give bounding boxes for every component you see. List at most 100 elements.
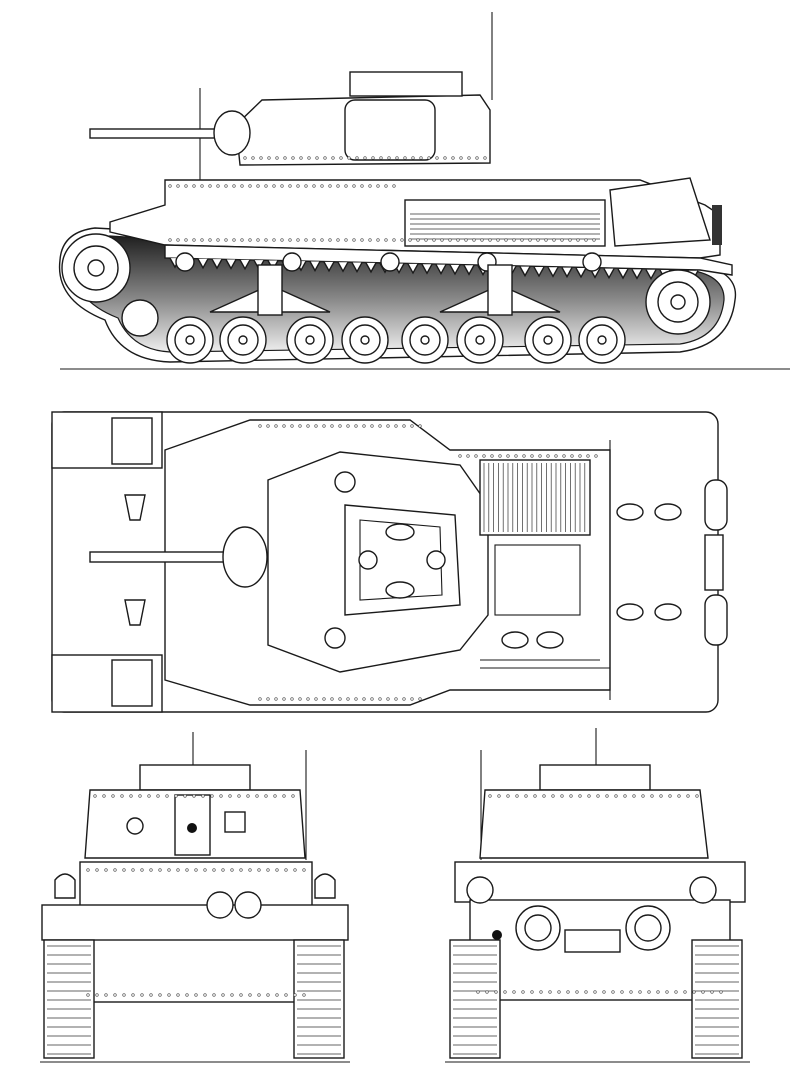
rivet [282,794,286,798]
rivet [346,697,350,701]
rivet [578,454,582,458]
rivet [419,156,423,160]
rivet [140,993,144,997]
vision-port [324,627,346,649]
rivet [275,993,279,997]
rivet [584,238,588,242]
front-view [40,732,350,1063]
rivet [530,990,534,994]
rivet [570,454,574,458]
rivet [299,156,303,160]
hatch-handle [616,503,644,521]
rivet [683,990,687,994]
rivet [165,794,169,798]
rivet [183,794,187,798]
gun-mantlet [213,110,251,156]
periscope [358,550,378,570]
track-tooth [309,261,321,272]
rivet [266,868,270,872]
rivet [674,990,678,994]
rivet [219,794,223,798]
rivet [86,868,90,872]
rivet [239,993,243,997]
rivet [275,156,279,160]
track-tooth [239,259,251,271]
rivet [275,868,279,872]
rivet [435,156,439,160]
rivet [307,156,311,160]
rivet [176,184,180,188]
rivet [156,794,160,798]
rivet [701,990,705,994]
rivet [408,238,412,242]
rivet [230,868,234,872]
return-roller [380,252,400,272]
track-tooth [519,266,531,278]
return-roller [175,252,195,272]
rear-view [445,728,750,1063]
rivet [256,184,260,188]
rivet [122,993,126,997]
rivet [149,993,153,997]
rivet [354,697,358,701]
rivet [629,990,633,994]
hatch-handle [616,603,644,621]
rivet [328,238,332,242]
rivet [539,990,543,994]
rivet [402,697,406,701]
rivet [411,156,415,160]
rivet [386,424,390,428]
rivet [291,794,295,798]
vision-port [126,817,144,835]
drive-sprocket [61,233,131,303]
fenders-front [41,904,349,941]
rivet [552,238,556,242]
rivet [656,990,660,994]
rivet [395,156,399,160]
track-tooth [631,269,643,280]
rivet [485,990,489,994]
rivet [403,156,407,160]
rivet [328,184,332,188]
hatch-handle [501,631,529,649]
rivet [283,156,287,160]
road-wheel-axle [597,335,607,345]
road-wheel-axle [420,335,430,345]
rivet [330,697,334,701]
turret-rear [479,789,709,859]
rivet [290,424,294,428]
rivet [370,424,374,428]
tow-hook [206,891,234,919]
rivet [378,697,382,701]
rivet [306,697,310,701]
rivet [194,868,198,872]
rivet [514,454,518,458]
rivet [86,993,90,997]
rivet [410,424,414,428]
rivet [184,184,188,188]
rivet [476,990,480,994]
track-tooth [197,258,209,270]
rivet [113,868,117,872]
return-rollers [175,252,602,272]
rivet [288,238,292,242]
rivet [596,794,600,798]
track-tooth [449,264,461,276]
rivet [575,990,579,994]
rivet [548,990,552,994]
rivet [288,184,292,188]
rivet [266,424,270,428]
rivet [568,238,572,242]
rivet [339,156,343,160]
turret-hatch [344,99,436,161]
track-tooth [337,261,349,273]
rivet [494,990,498,994]
rivet [274,424,278,428]
rivet [668,794,672,798]
rivet [416,238,420,242]
rivet [228,794,232,798]
rivet [131,993,135,997]
headlights-top [124,494,146,626]
rivet [512,990,516,994]
road-wheel-axle [305,335,315,345]
